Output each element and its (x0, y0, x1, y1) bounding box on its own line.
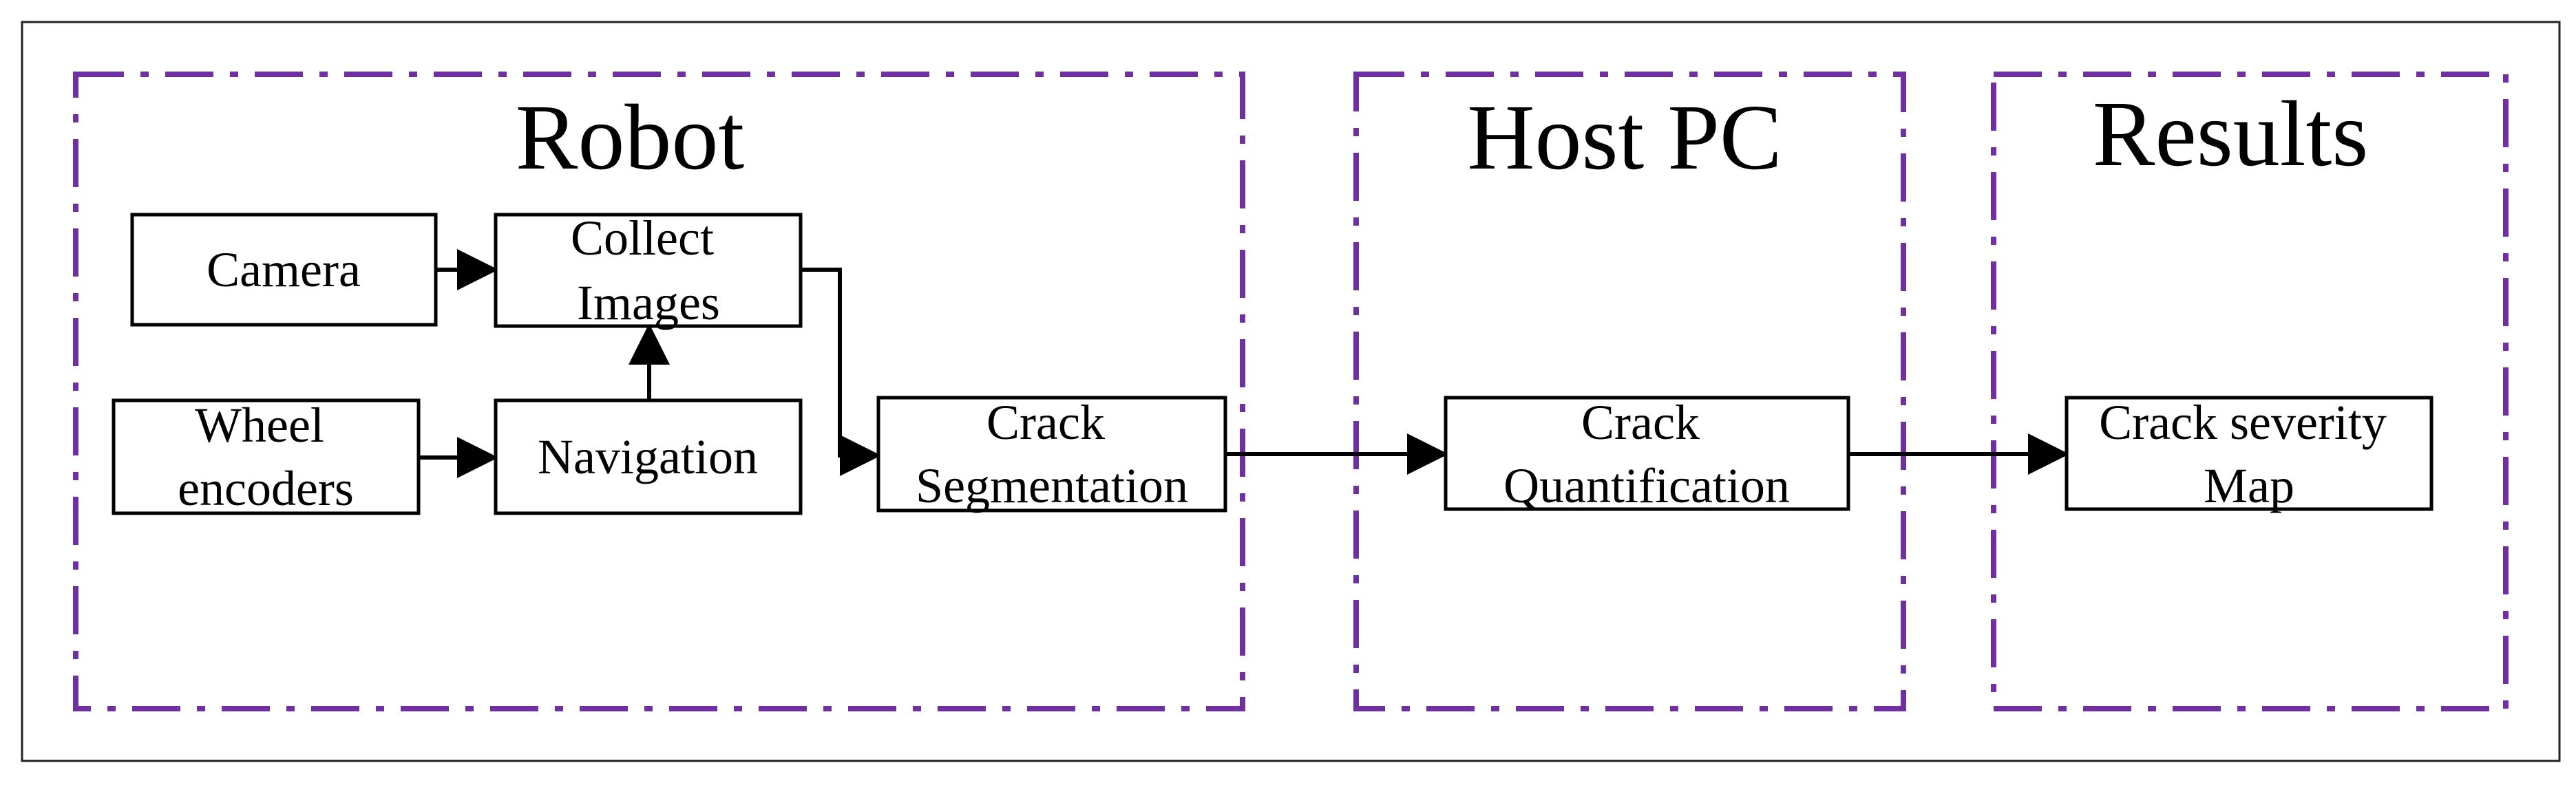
node-wheel-encoders-label: Wheel encoders (178, 398, 354, 516)
node-crack-quantification-line-1: Crack (1581, 395, 1700, 450)
group-results-title: Results (2093, 83, 2369, 186)
node-wheel-encoders: Wheel encoders (112, 398, 421, 516)
node-crack-segmentation-box (876, 396, 1227, 513)
node-camera: Camera (130, 213, 438, 327)
node-navigation-line-1: Navigation (538, 429, 758, 484)
node-crack-segmentation: Crack Segmentation (876, 395, 1227, 513)
group-host-pc: Host PC (1353, 72, 1906, 711)
group-robot-title: Robot (516, 86, 745, 189)
node-wheel-encoders-line-1: Wheel (195, 398, 324, 453)
node-crack-severity-map-box (2065, 396, 2434, 511)
group-results: Results (1991, 72, 2509, 711)
node-crack-severity-map: Crack severity Map (2065, 395, 2434, 513)
node-crack-severity-map-line-1: Crack severity (2099, 395, 2387, 450)
node-camera-line-1: Camera (207, 242, 361, 297)
node-crack-severity-map-line-2: Map (2204, 458, 2294, 513)
node-wheel-encoders-line-2: encoders (178, 461, 354, 516)
node-collect-images-line-2: Images (577, 275, 720, 330)
group-robot-border (73, 72, 1245, 711)
node-crack-segmentation-line-1: Crack (986, 395, 1105, 450)
node-navigation-box (494, 398, 803, 515)
group-results-border (1991, 72, 2509, 711)
node-collect-images: Collect Images (494, 211, 803, 330)
node-collect-images-line-1: Collect (571, 211, 714, 266)
edge-collect-images-to-crack-segmentation (801, 268, 881, 476)
node-navigation: Navigation (494, 398, 803, 515)
node-camera-box (130, 213, 438, 327)
group-host-pc-title: Host PC (1467, 86, 1782, 189)
node-crack-severity-map-label: Crack severity Map (2099, 395, 2399, 513)
node-navigation-label: Navigation (538, 429, 758, 484)
outer-frame (21, 21, 2561, 762)
node-crack-quantification-label: Crack Quantification (1503, 395, 1790, 513)
node-crack-quantification-line-2: Quantification (1503, 458, 1790, 513)
node-crack-segmentation-label: Crack Segmentation (916, 395, 1188, 513)
edges (419, 249, 2069, 478)
group-robot: Robot (73, 72, 1245, 711)
node-crack-quantification-box (1444, 396, 1850, 511)
node-crack-segmentation-line-2: Segmentation (916, 458, 1188, 513)
node-camera-label: Camera (207, 242, 361, 297)
node-crack-quantification: Crack Quantification (1444, 395, 1850, 513)
node-collect-images-label: Collect Images (571, 211, 726, 330)
node-collect-images-box (494, 213, 803, 328)
group-host-pc-border (1353, 72, 1906, 711)
node-wheel-encoders-box (112, 398, 421, 515)
